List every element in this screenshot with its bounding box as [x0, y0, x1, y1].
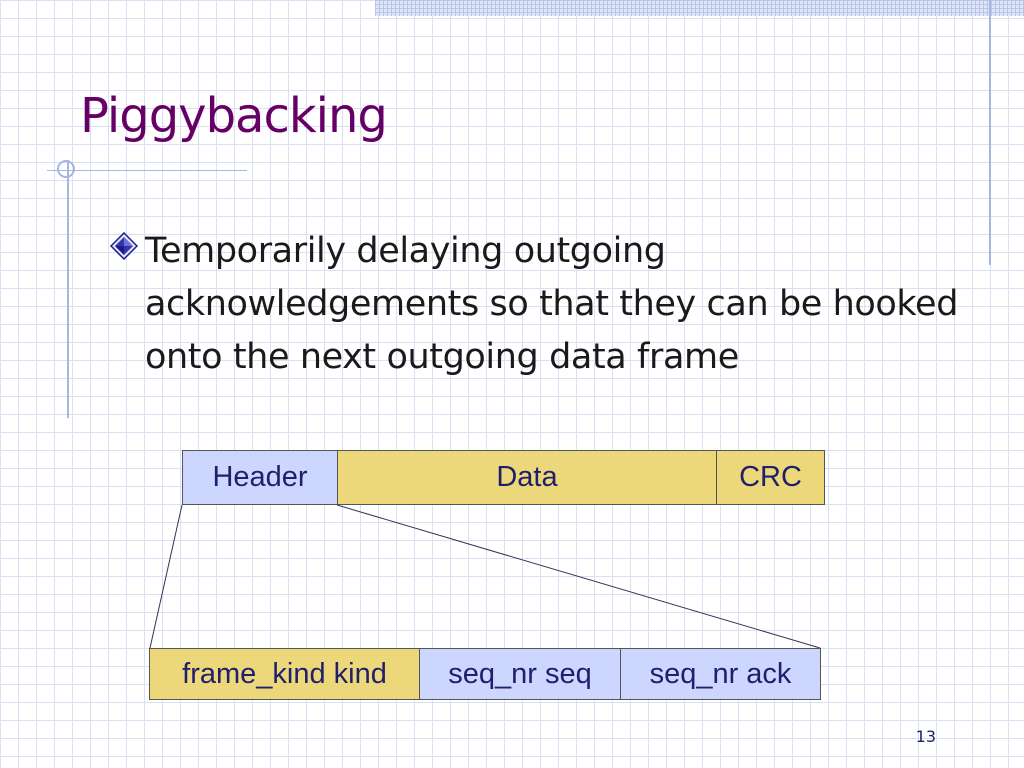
page-number: 13: [915, 727, 936, 746]
diamond-bullet-icon: [110, 232, 138, 260]
header-fields-diagram: frame_kind kind seq_nr seq seq_nr ack: [149, 648, 821, 700]
slide-title: Piggybacking: [80, 88, 388, 144]
decorative-top-band: [375, 0, 1024, 16]
frame-crc-cell: CRC: [716, 450, 825, 505]
bullet-text: Temporarily delaying outgoing acknowledg…: [145, 231, 959, 377]
frame-data-cell: Data: [337, 450, 717, 505]
frame-diagram: Header Data CRC: [182, 450, 825, 505]
decorative-title-rule: [47, 170, 247, 171]
decorative-right-rule: [989, 0, 991, 265]
frame-header-cell: Header: [182, 450, 338, 505]
decorative-left-rule: [67, 160, 69, 418]
field-ack-cell: seq_nr ack: [620, 648, 821, 700]
field-seq-cell: seq_nr seq: [419, 648, 621, 700]
field-kind-cell: frame_kind kind: [149, 648, 420, 700]
decorative-ring-icon: [57, 160, 75, 178]
